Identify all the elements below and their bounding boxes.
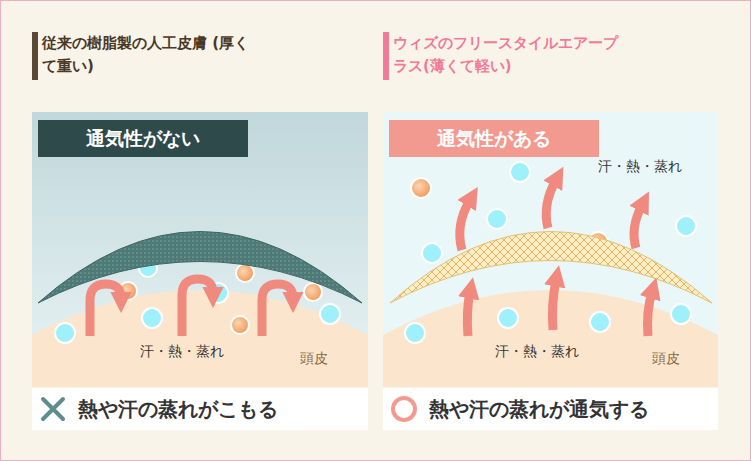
tag-text: 通気性がある [389, 120, 599, 157]
cross-mark [38, 394, 68, 424]
scalp-label: 頭皮 [652, 350, 680, 368]
result-text: 熱や汗の蒸れがこもる [32, 388, 278, 430]
effect-label: 汗・熱・蒸れ [140, 343, 224, 361]
tag-text: 通気性がない [38, 120, 248, 157]
heading: ウィズのフリースタイルエアープラス(薄くて軽い) [393, 32, 625, 78]
effect-label: 汗・熱・蒸れ [495, 343, 579, 361]
label-box: 通気性がない [38, 120, 248, 157]
result-text: 熱や汗の蒸れが通気する [383, 388, 649, 430]
heading-bar [383, 32, 389, 80]
result-band: 熱や汗の蒸れが通気する [383, 388, 718, 430]
scalp-label: 頭皮 [300, 350, 328, 368]
label-box: 通気性がある [389, 120, 599, 157]
right-scene [383, 112, 718, 387]
heading-bar [32, 32, 38, 80]
effect-label: 汗・熱・蒸れ [598, 158, 682, 176]
left-scene [32, 112, 368, 387]
panel: 従来の樹脂製の人工皮膚 (厚くて重い) 通気性がない熱や汗の蒸れがこもる [30, 30, 372, 432]
result-band: 熱や汗の蒸れがこもる [32, 388, 368, 430]
panel: ウィズのフリースタイルエアープラス(薄くて軽い) 通気性がある熱や汗の蒸れが通気す… [381, 30, 723, 432]
heading: 従来の樹脂製の人工皮膚 (厚くて重い) [42, 32, 257, 78]
circle-mark [389, 394, 419, 424]
